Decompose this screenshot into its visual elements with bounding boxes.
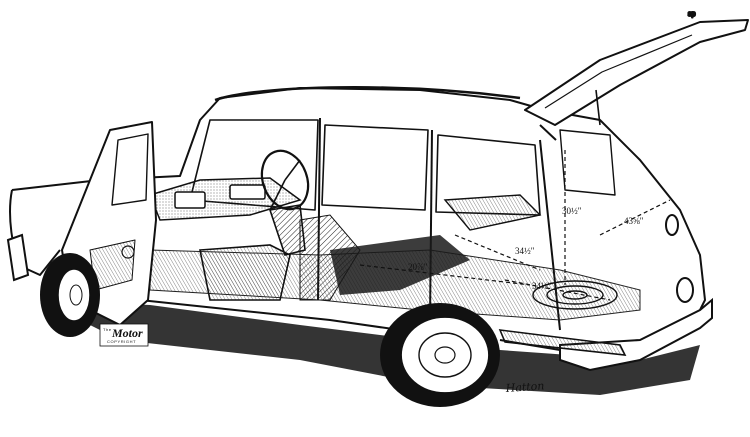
dim-label-boot-diag: 43⅝"	[624, 216, 644, 226]
spare-wheel	[532, 280, 618, 310]
svg-text:sp: sp	[688, 11, 696, 18]
ground-shadow	[40, 300, 700, 395]
front-wheel	[40, 253, 100, 337]
dim-label-boot-height: 30½"	[562, 206, 582, 216]
dim-label-floor-length: 20⅞"	[408, 262, 428, 272]
dimension-lines	[359, 150, 671, 301]
dimension-labels: 30½" 43⅝" 34½" 20⅞" 34⅛"	[408, 206, 644, 291]
dim-label-rear-width: 34½"	[515, 246, 535, 256]
front-seat	[199, 204, 306, 301]
dim-line-boot-diag	[599, 199, 671, 236]
exhaust-pipe	[498, 329, 627, 356]
rear-wheel	[380, 303, 500, 407]
dim-line-boot-width	[504, 279, 611, 301]
rear-seat	[443, 194, 542, 231]
front-bumper	[6, 233, 30, 282]
open-tailgate: sp	[524, 10, 749, 141]
dim-label-boot-width: 34⅛"	[532, 281, 552, 291]
logo-prefix: The	[103, 327, 112, 332]
artist-signature: Hatton	[504, 379, 545, 395]
dim-line-floor-length	[359, 264, 531, 286]
logo-title: Motor	[111, 326, 143, 340]
dashboard	[148, 177, 302, 221]
dim-line-rear-width	[454, 234, 541, 271]
logo-copyright: COPYRIGHT	[107, 339, 136, 344]
motor-copyright-logo: The Motor COPYRIGHT	[99, 323, 149, 347]
